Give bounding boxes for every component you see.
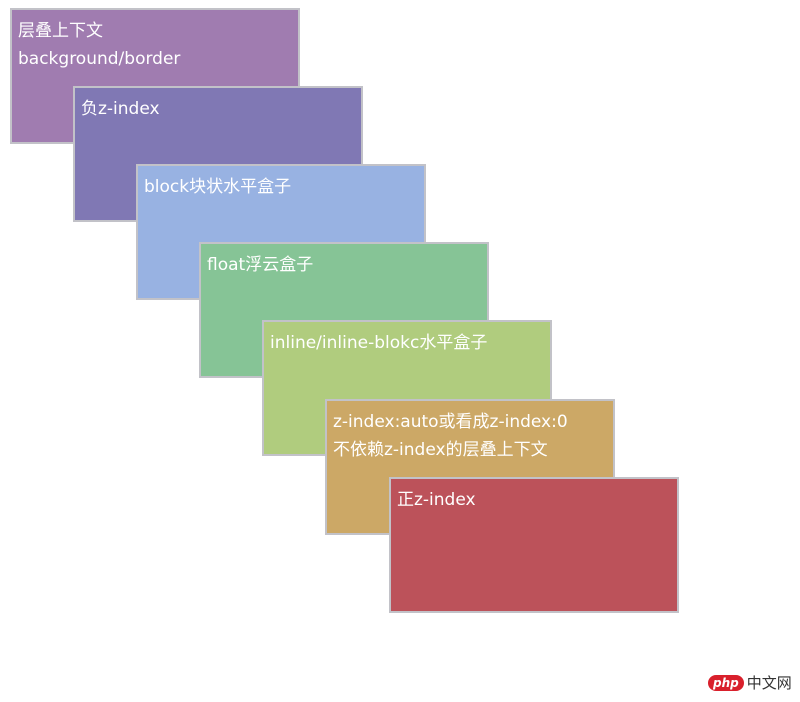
layer-label: 负z-index [81,99,160,119]
layer-label: z-index:auto或看成z-index:0 [333,412,568,432]
watermark-text: 中文网 [746,674,792,692]
layer-negative-z-index: 负z-index [73,86,363,222]
layer-label: inline/inline-blokc水平盒子 [270,333,488,353]
layer-label: 不依赖z-index的层叠上下文 [333,440,548,460]
layer-label: 层叠上下文 [18,21,103,41]
layer-label: background/border [18,49,181,69]
layer-label: block块状水平盒子 [144,177,292,197]
layer-label: 正z-index [397,490,476,510]
layer-label: float浮云盒子 [207,255,314,275]
php-logo-icon: php [708,674,744,691]
watermark-logo: php 中文网 [708,672,792,693]
layer-positive-z-index: 正z-index [389,477,679,613]
